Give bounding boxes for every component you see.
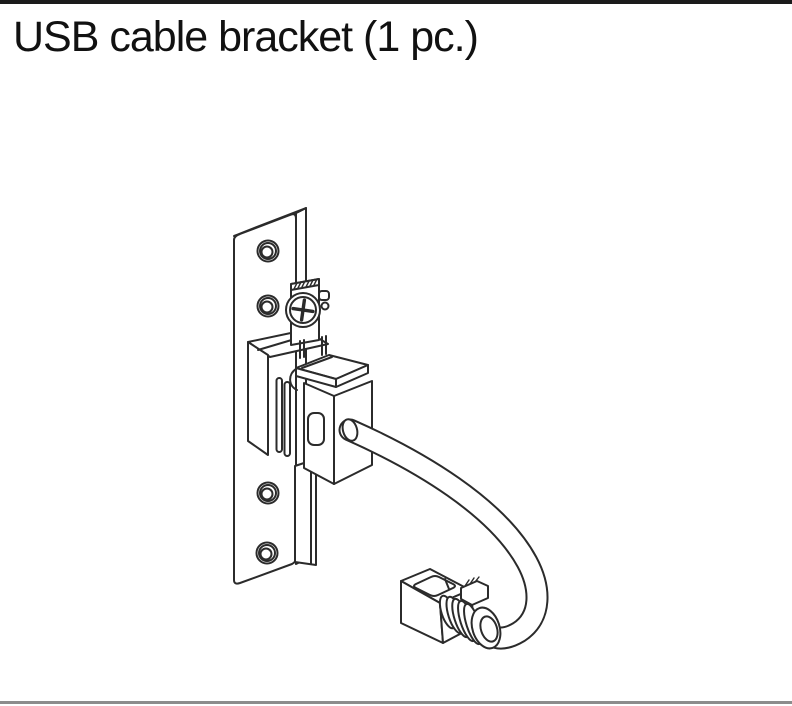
screw-hole [256,294,280,318]
page-title: USB cable bracket (1 pc.) [13,13,479,61]
phillips-screw [285,292,321,328]
screw-hole [256,239,280,263]
screw-hole [255,541,279,565]
cable-exit [341,418,359,442]
clamp-stud-tip [320,301,330,311]
strap-curl [289,368,298,391]
clamp-stud [318,290,330,301]
plug-clip [460,576,489,606]
clamp-strap [289,354,369,391]
strain-relief [438,594,502,650]
plate-slots [275,377,291,457]
block-detail [307,412,325,446]
top-rule [0,0,792,4]
screw-hole [256,481,280,505]
screw-holes [255,239,280,565]
clamp-base [247,329,329,456]
usb-cable [338,418,549,650]
collar-inner [479,615,499,643]
clamp-arm [294,458,317,566]
bottom-rule [0,701,792,704]
